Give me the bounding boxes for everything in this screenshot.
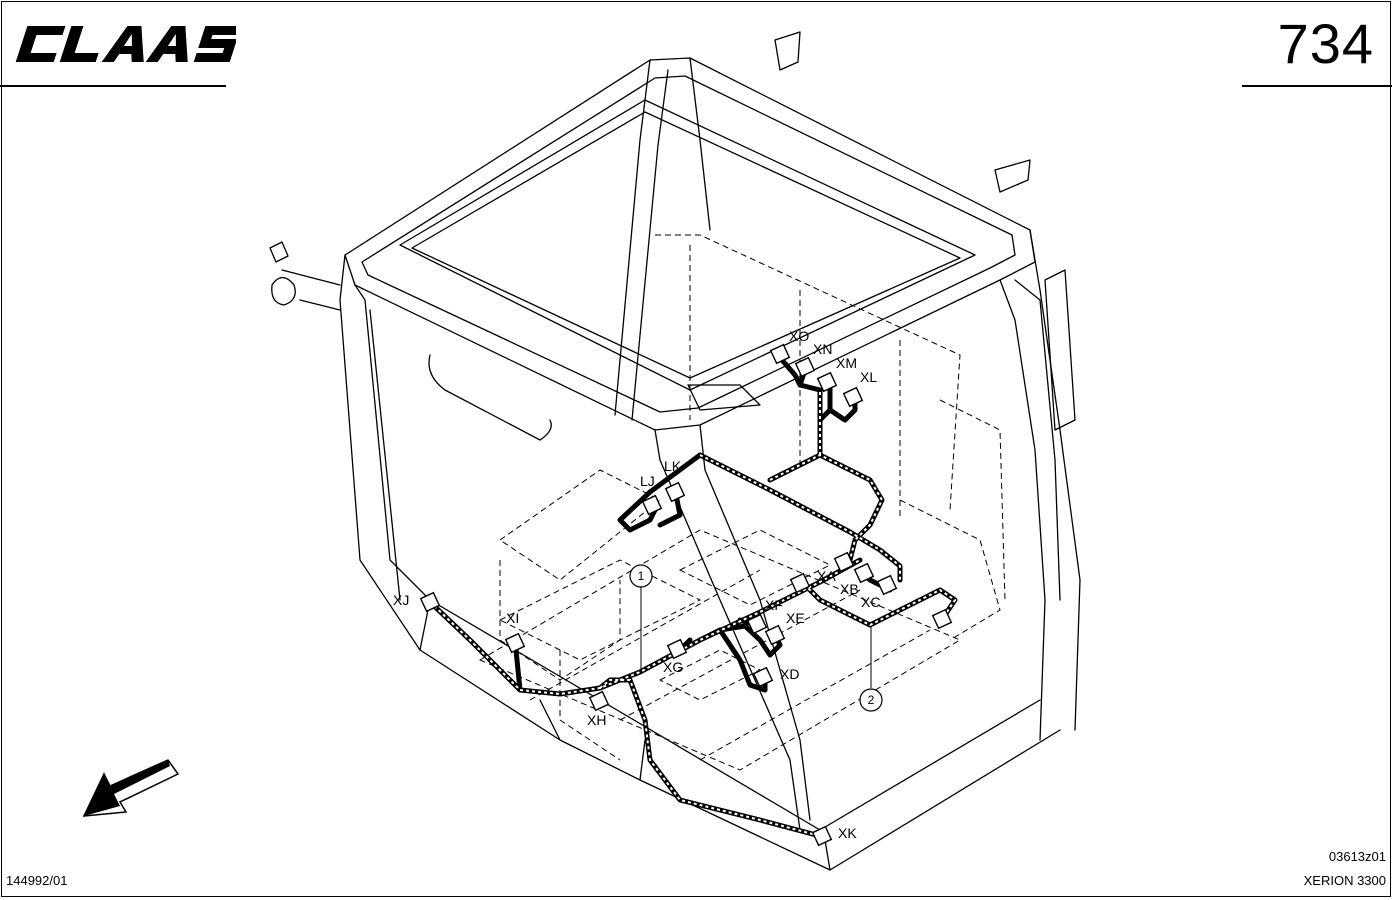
connector-xh [588,690,610,712]
connector-lk [664,481,686,503]
callout-leaders [640,587,872,688]
connector-xj [419,591,441,613]
connector-xm [816,371,838,393]
model-name: XERION 3300 [1303,873,1386,888]
label-lj: LJ [640,473,655,489]
label-xo: XO [789,328,809,344]
connector-xd [752,666,774,688]
label-xh: XH [587,712,606,728]
label-xj: XJ [393,592,409,608]
arrow-down-left-icon [82,759,180,817]
label-xl: XL [860,369,877,385]
label-xf: XF [765,597,783,613]
document-number: 144992/01 [6,873,68,888]
label-xc: XC [861,594,880,610]
connector-xc [876,574,898,596]
wire-harness-inner [429,390,957,837]
connector-xb [853,562,875,584]
interior-hidden-lines [478,234,1006,771]
connector-xg [666,638,688,660]
label-xd: XD [780,666,799,682]
connector-xn [794,356,816,378]
connector-xk [811,825,833,847]
claas-logo [15,26,236,62]
label-xe: XE [786,610,805,626]
cab-frame [269,31,1081,871]
label-xi: XI [506,610,519,626]
label-xg: XG [663,659,683,675]
connector-lj [641,494,663,516]
connector-xf [746,613,768,635]
page-number-rule [1242,85,1392,87]
connector-xi [504,632,526,654]
connector-xa [833,551,855,573]
connector-blocks [419,343,953,847]
label-xk: XK [838,825,857,841]
label-xb: XB [840,581,859,597]
callout-2-label: 2 [868,693,875,707]
label-xa: XA [817,568,836,584]
page-number: 734 [1277,12,1374,75]
callout-1-circle [629,564,653,588]
connector-end [931,608,953,630]
callout-2-circle [859,688,883,712]
image-code: 03613z01 [1328,849,1386,864]
connector-xc-branch [789,572,811,594]
logo-rule [0,85,226,87]
connector-xe [764,624,786,646]
label-xm: XM [836,355,857,371]
connector-xo [769,343,791,365]
callout-1-label: 1 [638,569,645,583]
label-lk: LK [664,458,682,474]
connector-xl [842,386,864,408]
label-xn: XN [813,341,832,357]
